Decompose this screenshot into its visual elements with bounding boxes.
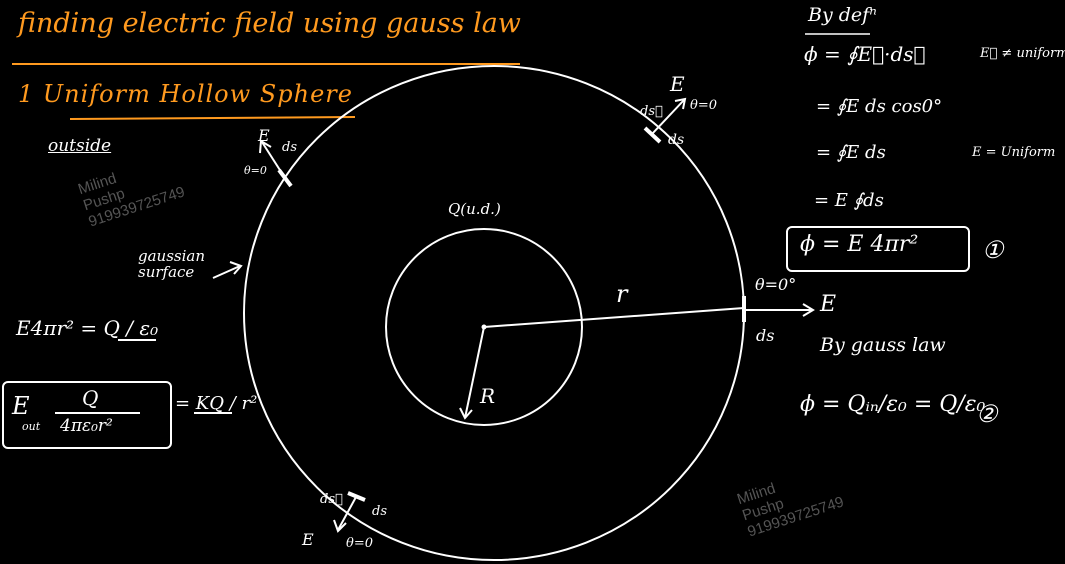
section-subtitle: 1 Uniform Hollow Sphere (18, 80, 353, 108)
eout-denominator: 4πε₀r² (60, 416, 113, 436)
flux-eq-line2: = ∮E ds cos0° (816, 96, 943, 117)
right-ds-label: ds (756, 326, 775, 345)
gaussian-pointer-arrow (212, 265, 241, 279)
eout-result-box (2, 381, 172, 449)
bottom-theta-label: θ=0 (346, 536, 373, 551)
right-E-arrowhead (802, 303, 815, 317)
radius-r-line (483, 307, 745, 328)
topright-ds-label: ds (668, 132, 685, 148)
topleft-E-label: E (258, 126, 270, 145)
page-title: finding electric field using gauss law (18, 8, 521, 39)
eq-tag-1: ① (982, 236, 1004, 264)
R-label: R (480, 384, 496, 408)
right-theta-label: θ=0° (755, 275, 797, 294)
bottom-dsvec-label: ds⃗ (320, 492, 343, 507)
flux-eq-line1: ϕ = ∮E⃗·ds⃗ (804, 42, 926, 66)
topright-dsvec-label: ds⃗ (640, 104, 663, 119)
topright-E-label: E (670, 72, 685, 96)
eout-subscript: out (22, 420, 41, 433)
eout-numerator: Q (82, 386, 99, 410)
topleft-ds-label: ds (282, 140, 297, 155)
subtitle-underline (69, 116, 356, 120)
eq-tag-2: ② (976, 400, 998, 428)
topleft-E-arrow (261, 141, 286, 179)
topright-ds-mark (643, 126, 662, 144)
flux-eq-line5: ϕ = Qᵢₙ/ε₀ = Q/ε₀ (800, 392, 986, 417)
radius-R-arrowhead (459, 407, 473, 420)
bottom-ds-label: ds (372, 504, 387, 519)
flux-eq-line3: = ∮E ds (816, 142, 886, 163)
bottom-E-arrow (337, 496, 357, 531)
charge-label: Q(u.d.) (448, 200, 501, 218)
topright-theta-label: θ=0 (690, 98, 717, 113)
topleft-E-arrowhead (259, 139, 272, 154)
by-definition: By defⁿ (808, 4, 877, 26)
flux-result-box (786, 226, 970, 272)
gaussian-surface-label: gaussian surface (138, 247, 206, 281)
flux-eq-line1-note: E⃗ ≠ uniform (980, 46, 1065, 61)
bottom-E-label: E (302, 530, 314, 549)
by-gauss-law: By gauss law (820, 334, 946, 356)
bottom-E-arrowhead (333, 519, 347, 533)
flux-eq-line4: = E ∮ds (814, 190, 884, 211)
r-label: r (616, 280, 628, 308)
topright-E-arrowhead (674, 97, 687, 110)
flux-boxed-eq: ϕ = E 4πr² (800, 232, 919, 257)
gaussian-pointer-arrowhead (229, 261, 243, 275)
right-E-label: E (820, 292, 837, 317)
flux-eq-line3-note: E = Uniform (972, 145, 1056, 160)
radius-R-line (464, 326, 485, 419)
eout-lhs: E (12, 392, 30, 420)
topleft-theta-label: θ=0 (244, 164, 267, 177)
left-eq1: E4πr² = Q / ε₀ (16, 316, 159, 340)
bottom-ds-mark (347, 491, 366, 502)
hollow-sphere-circle (385, 228, 583, 426)
eout-rhs: = KQ / r² (175, 393, 258, 414)
outside-heading: outside (48, 136, 112, 156)
topright-E-arrow (651, 99, 685, 135)
